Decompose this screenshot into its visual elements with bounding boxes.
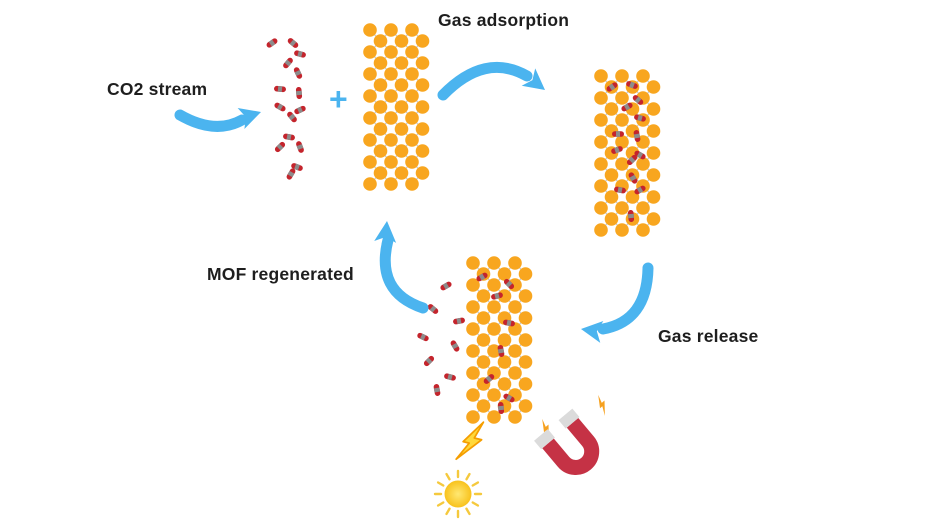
co2-molecule [266, 38, 278, 48]
label-co2-stream: CO2 stream [107, 79, 208, 99]
gas-adsorption-arrow [437, 61, 545, 101]
released-molecules [417, 281, 465, 396]
co2-stream-arrow [174, 108, 261, 132]
co2-molecule [503, 278, 515, 290]
co2-molecule [621, 102, 633, 112]
co2-molecule [423, 355, 435, 367]
co2-molecule [293, 67, 303, 79]
co2-molecule [634, 185, 646, 195]
co2-molecule [633, 130, 641, 142]
co2-molecule [612, 131, 624, 137]
co2-molecule [503, 393, 515, 403]
sun-icon [433, 469, 483, 519]
co2-stream-molecules [266, 38, 306, 180]
co2-molecule [417, 332, 429, 342]
co2-molecule [444, 373, 456, 381]
co2-molecule [628, 172, 638, 184]
co2-molecule [497, 345, 505, 357]
co2-molecule [287, 38, 299, 48]
label-mof-regenerated: MOF regenerated [207, 264, 354, 284]
label-gas-adsorption: Gas adsorption [438, 10, 570, 30]
co2-molecule [450, 340, 460, 352]
co2-molecule [440, 281, 452, 291]
co2-molecule [626, 154, 638, 166]
co2-molecule [274, 141, 286, 153]
co2-molecule [274, 85, 286, 93]
co2-molecule [503, 319, 515, 327]
co2-molecule [614, 186, 626, 194]
co2-molecule [632, 95, 644, 105]
co2-molecule [287, 111, 297, 123]
plus-sign: + [329, 81, 348, 117]
mof-regenerated-arrow [374, 221, 429, 314]
co2-molecule [296, 141, 304, 153]
co2-molecule [476, 272, 488, 282]
co2-molecule [294, 105, 306, 115]
co2-molecule [294, 50, 306, 58]
co2-molecule [283, 57, 293, 69]
co2-molecule [283, 133, 295, 141]
co2-molecule [427, 304, 439, 314]
co2-molecule [433, 384, 441, 396]
co2-molecule [627, 210, 635, 222]
co2-molecule [286, 168, 296, 180]
co2-molecule [491, 292, 503, 300]
co2-molecule [291, 163, 303, 171]
mof-lattice-gas-adsorbed [594, 69, 661, 237]
spark-icon [598, 394, 605, 416]
lightning-bolt-icon [455, 421, 485, 461]
co2-molecule [274, 102, 286, 112]
co2-molecule [634, 114, 646, 122]
spark-icon [542, 418, 549, 440]
magnet-icon [534, 408, 600, 475]
co2-molecule [626, 81, 638, 89]
mof-lattice-gas-releasing [466, 256, 533, 424]
mof-lattice-empty [363, 23, 430, 191]
co2-molecule [634, 150, 646, 160]
co2-molecule [295, 87, 303, 99]
co2-molecule [606, 82, 618, 92]
co2-molecule [611, 146, 623, 154]
label-gas-release: Gas release [658, 326, 759, 346]
gas-release-arrow [581, 262, 654, 343]
co2-molecule [483, 374, 495, 384]
co2-molecule [497, 402, 505, 414]
co2-molecule [453, 317, 465, 325]
